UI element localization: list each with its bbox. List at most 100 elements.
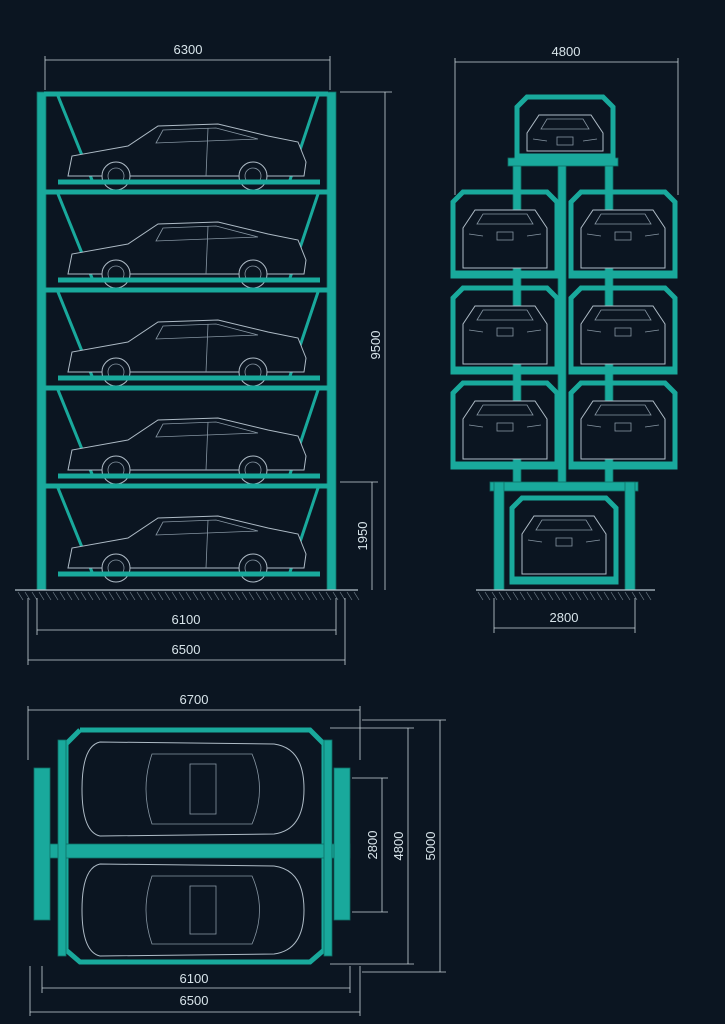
front-windshield bbox=[540, 118, 590, 130]
side-level bbox=[44, 91, 328, 191]
plan-right-bracket bbox=[333, 767, 351, 921]
pallet-frame bbox=[568, 189, 678, 279]
hatch-line bbox=[297, 591, 304, 601]
hatch-line bbox=[311, 591, 318, 601]
plan-car-roof bbox=[145, 875, 260, 945]
front-headlight bbox=[585, 539, 601, 543]
dim-side-top: 6300 bbox=[174, 42, 203, 57]
side-car bbox=[67, 515, 307, 569]
front-headlight bbox=[586, 233, 602, 237]
hatch-line bbox=[248, 591, 255, 601]
hatch-line bbox=[491, 591, 498, 601]
front-pallet bbox=[450, 380, 560, 470]
plan-cars bbox=[81, 741, 305, 957]
hatch-line bbox=[575, 591, 582, 601]
hatch-line bbox=[624, 591, 631, 601]
front-grille bbox=[496, 231, 514, 241]
front-headlight bbox=[582, 138, 598, 142]
dim-front-base: 2800 bbox=[550, 610, 579, 625]
hatch-line bbox=[512, 591, 519, 601]
hatch-line bbox=[477, 591, 484, 601]
hatch-line bbox=[192, 591, 199, 601]
hatch-line bbox=[31, 591, 38, 601]
front-base-leg-left bbox=[493, 481, 505, 591]
front-headlight bbox=[586, 424, 602, 428]
hatch-line bbox=[227, 591, 234, 601]
plan-left-bracket bbox=[33, 767, 51, 921]
front-windshield bbox=[476, 404, 534, 416]
hatch-line bbox=[318, 591, 325, 601]
dim-plan-inner-width: 6100 bbox=[180, 971, 209, 986]
plan-car-sunroof bbox=[189, 885, 217, 935]
front-headlight bbox=[526, 424, 542, 428]
front-headlight bbox=[468, 424, 484, 428]
front-pallet bbox=[568, 380, 678, 470]
front-headlight bbox=[644, 424, 660, 428]
hatch-line bbox=[519, 591, 526, 601]
dim-plan-outer-depth: 5000 bbox=[423, 832, 438, 861]
left-column bbox=[36, 91, 47, 591]
car-wheel bbox=[238, 161, 268, 191]
car-wheel bbox=[101, 553, 131, 583]
hatch-line bbox=[339, 591, 346, 601]
car-wheel bbox=[238, 357, 268, 387]
hatch-line bbox=[255, 591, 262, 601]
hatch-line bbox=[262, 591, 269, 601]
front-grille bbox=[614, 422, 632, 432]
hatch-line bbox=[234, 591, 241, 601]
front-headlight bbox=[527, 539, 543, 543]
hatch-line bbox=[269, 591, 276, 601]
hatch-line bbox=[213, 591, 220, 601]
hatch-line bbox=[38, 591, 45, 601]
front-grille bbox=[496, 422, 514, 432]
car-wheel bbox=[238, 455, 268, 485]
front-pallet bbox=[450, 189, 560, 279]
car-window-line bbox=[155, 421, 259, 438]
hatch-line bbox=[157, 591, 164, 601]
hatch-line bbox=[346, 591, 353, 601]
front-car bbox=[462, 400, 548, 460]
hatch-line bbox=[24, 591, 31, 601]
hatch-line bbox=[136, 591, 143, 601]
hatch-line bbox=[115, 591, 122, 601]
car-door-line bbox=[205, 519, 209, 569]
hatch-line bbox=[498, 591, 505, 601]
car-window-line bbox=[155, 519, 259, 536]
plan-right-rail bbox=[323, 739, 333, 957]
hatch-line bbox=[129, 591, 136, 601]
plan-car-body bbox=[81, 863, 305, 957]
hatch-line bbox=[171, 591, 178, 601]
front-ground-hatch bbox=[477, 591, 652, 601]
front-headlight bbox=[526, 233, 542, 237]
plan-car-roof bbox=[145, 753, 260, 825]
hatch-line bbox=[304, 591, 311, 601]
plan-car bbox=[81, 863, 305, 957]
pallet-frame bbox=[450, 380, 560, 470]
hatch-line bbox=[610, 591, 617, 601]
plan-center-beam bbox=[41, 843, 351, 859]
hatch-line bbox=[199, 591, 206, 601]
front-view: 4800 2800 bbox=[450, 44, 679, 633]
pallet-frame bbox=[509, 495, 619, 585]
pallet-frame bbox=[450, 285, 560, 375]
side-car bbox=[67, 319, 307, 373]
dim-plan-inner-depth: 4800 bbox=[391, 832, 406, 861]
hatch-line bbox=[484, 591, 491, 601]
pallet-frame bbox=[568, 380, 678, 470]
side-level bbox=[44, 385, 328, 485]
hatch-line bbox=[101, 591, 108, 601]
front-pallets bbox=[450, 94, 678, 585]
front-grille bbox=[555, 537, 573, 547]
side-levels bbox=[44, 91, 328, 583]
pallet-frame bbox=[450, 189, 560, 279]
hatch-line bbox=[582, 591, 589, 601]
hatch-line bbox=[45, 591, 52, 601]
front-car bbox=[526, 114, 604, 152]
dim-side-inner-width: 6100 bbox=[172, 612, 201, 627]
hatch-line bbox=[561, 591, 568, 601]
side-level bbox=[44, 287, 328, 387]
front-headlight bbox=[468, 233, 484, 237]
side-level bbox=[44, 189, 328, 289]
hatch-line bbox=[73, 591, 80, 601]
